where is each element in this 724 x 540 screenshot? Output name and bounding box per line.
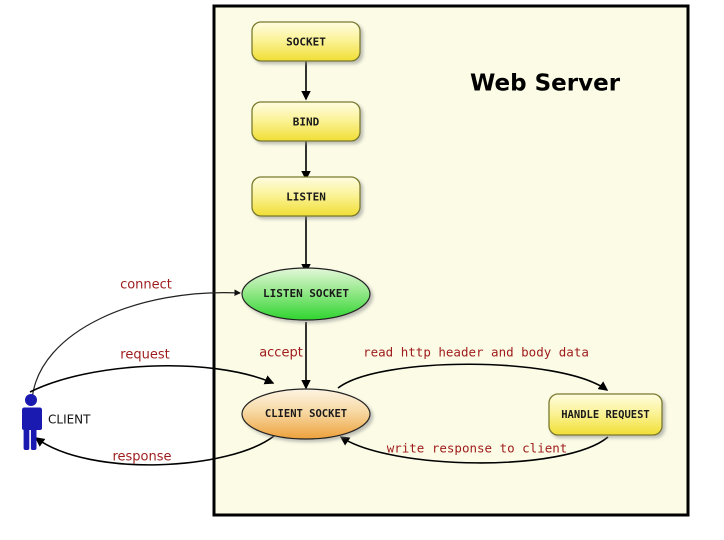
edge-response: response <box>34 435 275 466</box>
node-listen-socket-label: LISTEN SOCKET <box>263 287 349 300</box>
node-socket-label: SOCKET <box>286 36 326 49</box>
node-listen-socket[interactable]: LISTEN SOCKET <box>241 267 371 321</box>
edge-connect: connect <box>31 278 241 401</box>
edge-label-read-request: read http header and body data <box>363 345 589 360</box>
edge-label-connect: connect <box>120 278 172 293</box>
edge-request: request <box>29 348 275 393</box>
client-actor-label: CLIENT <box>48 413 91 427</box>
node-socket-shape[interactable] <box>251 21 361 62</box>
node-client-socket-label: CLIENT SOCKET <box>265 408 347 420</box>
node-bind-shape[interactable] <box>251 101 361 142</box>
node-client-socket-shape[interactable] <box>241 388 371 440</box>
page-title: Web Server <box>470 71 621 97</box>
person-icon <box>22 394 42 450</box>
edge-label-accept: accept <box>259 346 303 361</box>
node-handle-request[interactable]: HANDLE REQUEST <box>548 393 663 436</box>
node-bind[interactable]: BIND <box>251 101 361 142</box>
edge-label-write-response: write response to client <box>387 441 568 456</box>
node-listen[interactable]: LISTEN <box>251 176 361 217</box>
edge-label-request: request <box>120 348 169 363</box>
client-actor[interactable]: CLIENT <box>22 394 91 450</box>
node-listen-shape[interactable] <box>251 176 361 217</box>
web-server-panel: Web Server <box>212 4 690 517</box>
node-listen-socket-shape[interactable] <box>241 267 371 321</box>
edge-write-response: write response to client <box>339 436 609 464</box>
node-socket[interactable]: SOCKET <box>251 21 361 62</box>
edge-accept: accept <box>259 322 311 390</box>
edge-read-request: read http header and body data <box>337 345 609 391</box>
node-listen-label: LISTEN <box>286 191 326 204</box>
node-handle-request-label: HANDLE REQUEST <box>561 409 650 421</box>
node-bind-label: BIND <box>293 116 320 129</box>
edge-label-response: response <box>112 450 171 465</box>
node-handle-request-shape[interactable] <box>548 393 663 436</box>
node-client-socket[interactable]: CLIENT SOCKET <box>241 388 371 440</box>
